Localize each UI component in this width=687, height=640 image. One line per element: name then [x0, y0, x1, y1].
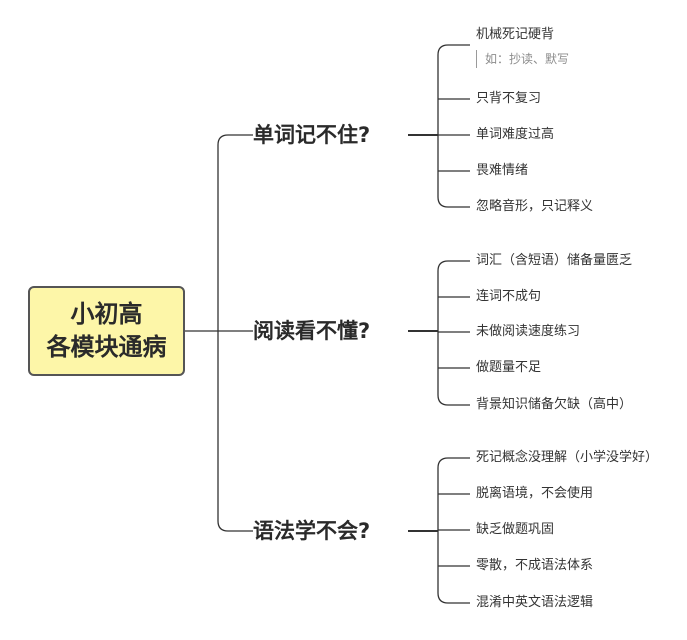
note-vocabulary-1: 如：抄读、默写 [476, 50, 569, 68]
leaf-vocabulary-2: 只背不复习 [476, 91, 542, 106]
branch-1-ticks [438, 98, 470, 172]
leaf-vocabulary-4: 畏难情绪 [476, 163, 529, 178]
leaf-grammar-4: 零散，不成语法体系 [476, 558, 594, 573]
branch-3-ticks [438, 493, 470, 567]
leaf-vocabulary-1: 机械死记硬背 [476, 27, 555, 42]
branch-2-bracket [437, 260, 470, 406]
trunk-vertical [217, 134, 253, 532]
leaf-grammar-1: 死记概念没理解（小学没学好） [476, 450, 659, 465]
leaf-reading-2: 连词不成句 [476, 289, 542, 304]
leaf-reading-4: 做题量不足 [476, 360, 542, 375]
leaf-reading-5: 背景知识储备欠缺（高中） [476, 397, 633, 412]
leaf-vocabulary-3: 单词难度过高 [476, 127, 555, 142]
leaf-grammar-5: 混淆中英文语法逻辑 [476, 595, 594, 610]
branch-vocabulary: 单词记不住? [253, 123, 371, 147]
branch-2-ticks [438, 296, 470, 369]
leaf-vocabulary-5: 忽略音形，只记释义 [476, 199, 594, 214]
root-title-line-2: 各模块通病 [46, 333, 167, 361]
leaf-reading-1: 词汇（含短语）储备量匮乏 [476, 253, 633, 268]
branch-reading: 阅读看不懂? [253, 319, 371, 343]
branch-grammar: 语法学不会? [253, 519, 371, 543]
root-node: 小初高 各模块通病 [28, 286, 185, 376]
leaf-reading-3: 未做阅读速度练习 [476, 324, 581, 339]
branch-1-bracket [437, 44, 470, 208]
leaf-grammar-2: 脱离语境，不会使用 [476, 486, 594, 501]
leaf-grammar-3: 缺乏做题巩固 [476, 522, 555, 537]
root-title-line-1: 小初高 [70, 300, 143, 328]
